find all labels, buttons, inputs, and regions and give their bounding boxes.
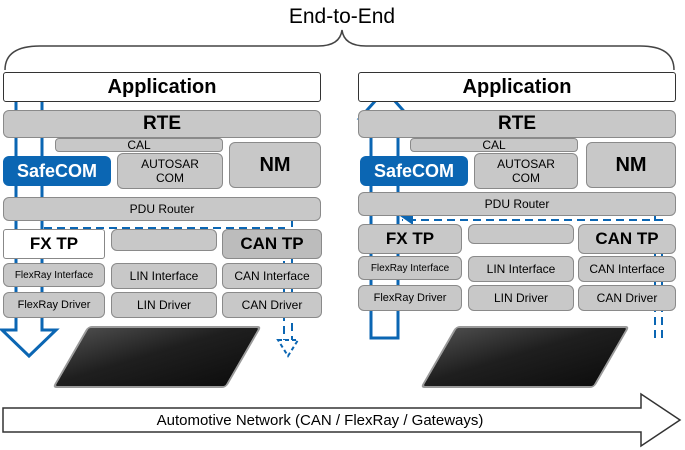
left-autosar-com-box: AUTOSAR COM	[117, 153, 223, 189]
right-fx-tp-box: FX TP	[358, 224, 462, 254]
right-can-interface-box: CAN Interface	[578, 256, 676, 282]
left-can-interface-box: CAN Interface	[222, 263, 322, 289]
left-lin-interface-label: LIN Interface	[129, 269, 199, 283]
right-autosar-com-label: AUTOSAR COM	[497, 157, 555, 185]
right-cal-label: CAL	[482, 138, 506, 152]
left-lin-tp-box	[111, 229, 217, 251]
right-can-tp-label: CAN TP	[595, 229, 659, 248]
right-flexray-interface-box: FlexRay Interface	[358, 256, 462, 280]
left-safecom-box: SafeCOM	[3, 156, 111, 186]
right-can-driver-box: CAN Driver	[578, 285, 676, 311]
left-lin-interface-box: LIN Interface	[111, 263, 217, 289]
left-dashed-arrowhead	[276, 339, 300, 358]
left-nm-label: NM	[259, 153, 291, 176]
right-lin-driver-label: LIN Driver	[493, 291, 548, 305]
right-flexray-driver-label: FlexRay Driver	[373, 292, 447, 304]
left-can-interface-label: CAN Interface	[234, 269, 310, 283]
right-lin-interface-label: LIN Interface	[486, 262, 556, 276]
left-autosar-com-label: AUTOSAR COM	[141, 157, 199, 185]
right-lin-interface-box: LIN Interface	[468, 256, 574, 282]
left-application-box: Application	[3, 72, 321, 102]
left-safecom-label: SafeCOM	[16, 160, 97, 181]
left-can-driver-box: CAN Driver	[222, 292, 322, 318]
automotive-network-label-text: Automotive Network (CAN / FlexRay / Gate…	[156, 411, 484, 429]
right-pdu-router-label: PDU Router	[484, 197, 550, 211]
right-safecom-box: SafeCOM	[360, 156, 468, 186]
left-pdu-router-box: PDU Router	[3, 197, 321, 221]
right-cal-box: CAL	[410, 138, 578, 152]
right-safecom-label: SafeCOM	[373, 160, 454, 181]
left-rte-label: RTE	[143, 113, 181, 134]
left-rte-box: RTE	[3, 110, 321, 138]
right-application-label: Application	[462, 75, 572, 98]
left-nm-box: NM	[229, 142, 321, 188]
end-to-end-title-text: End-to-End	[288, 5, 396, 28]
left-lin-driver-label: LIN Driver	[136, 298, 191, 312]
left-cal-box: CAL	[55, 138, 223, 152]
network-arrow-shape	[2, 392, 682, 448]
right-lin-driver-box: LIN Driver	[468, 285, 574, 311]
left-flexray-driver-box: FlexRay Driver	[3, 292, 105, 318]
right-rte-label: RTE	[498, 113, 536, 134]
right-can-tp-box: CAN TP	[578, 224, 676, 254]
right-lin-tp-box	[468, 224, 574, 244]
automotive-network-label: Automotive Network (CAN / FlexRay / Gate…	[10, 410, 630, 430]
left-lin-driver-box: LIN Driver	[111, 292, 217, 318]
left-fx-tp-box: FX TP	[3, 229, 105, 259]
right-nm-box: NM	[586, 142, 676, 188]
left-flexray-interface-label: FlexRay Interface	[14, 269, 94, 281]
right-rte-box: RTE	[358, 110, 676, 138]
right-can-interface-label: CAN Interface	[589, 262, 665, 276]
left-flexray-interface-box: FlexRay Interface	[3, 263, 105, 287]
right-flexray-interface-label: FlexRay Interface	[370, 262, 450, 274]
right-pdu-router-box: PDU Router	[358, 192, 676, 216]
left-cal-label: CAL	[127, 138, 151, 152]
right-application-box: Application	[358, 72, 676, 102]
left-can-tp-box: CAN TP	[222, 229, 322, 259]
right-autosar-com-box: AUTOSAR COM	[474, 153, 578, 189]
end-to-end-title: End-to-End	[242, 4, 442, 30]
right-can-driver-label: CAN Driver	[596, 291, 658, 305]
right-microcontroller-chip-image	[420, 326, 630, 388]
left-microcontroller-chip-image	[52, 326, 262, 388]
left-can-tp-label: CAN TP	[240, 234, 304, 253]
right-fx-tp-label: FX TP	[385, 229, 435, 248]
end-to-end-brace	[4, 29, 675, 71]
left-pdu-router-label: PDU Router	[129, 202, 195, 216]
right-flexray-driver-box: FlexRay Driver	[358, 285, 462, 311]
left-application-label: Application	[107, 75, 217, 98]
left-fx-tp-label: FX TP	[29, 234, 79, 253]
right-nm-label: NM	[615, 153, 647, 176]
left-flexray-driver-label: FlexRay Driver	[17, 299, 91, 311]
left-can-driver-label: CAN Driver	[241, 298, 303, 312]
